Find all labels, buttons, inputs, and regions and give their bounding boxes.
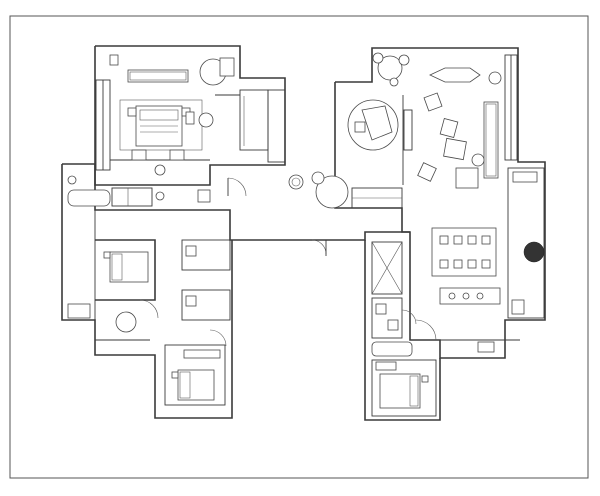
corridor-top-wall — [62, 163, 410, 241]
nightstand-left — [127, 107, 137, 117]
chair-top-2 — [398, 54, 410, 66]
reading-chair — [417, 162, 437, 182]
bedroom-3-walls — [164, 344, 226, 406]
bedroom-4-walls — [371, 359, 437, 417]
corridor-bath — [181, 239, 231, 271]
sofa-cushion-line — [485, 103, 497, 177]
sofa — [127, 69, 189, 83]
desk-top — [361, 105, 393, 141]
door-swing-bed2 — [139, 299, 159, 319]
dining-chair-8 — [481, 259, 491, 269]
oval-coffee-table — [429, 67, 481, 83]
armchair-2 — [443, 137, 467, 161]
island-stool-2 — [462, 292, 470, 300]
corridor-sink — [185, 295, 197, 307]
cooktop — [511, 299, 525, 315]
desk-left — [67, 303, 91, 319]
bedside-chair — [185, 111, 195, 125]
bed-3-desk — [183, 349, 221, 359]
bed-4 — [379, 373, 421, 409]
island-stool-3 — [476, 292, 484, 300]
dining-chair-6 — [453, 259, 463, 269]
bookshelf — [403, 109, 413, 151]
living-area-walls — [334, 47, 546, 359]
plant-cluster — [288, 174, 304, 190]
vanity-sink-right — [169, 149, 185, 161]
vanity-bath — [111, 187, 153, 207]
sofa-cushions — [129, 71, 187, 81]
bath-fixture — [67, 175, 77, 185]
long-sofa — [483, 101, 499, 179]
bed-4-desk — [375, 361, 397, 371]
armchair — [219, 57, 235, 77]
door-swing-right-bath — [401, 309, 417, 325]
bath-right — [371, 297, 403, 339]
small-cabinet — [109, 54, 119, 66]
dining-chair-4 — [481, 235, 491, 245]
lounge-chair-1 — [423, 92, 443, 112]
utility-sink — [477, 341, 495, 353]
desk-chair — [354, 121, 366, 133]
kitchen-island — [439, 287, 501, 305]
right-lower-wing — [364, 240, 441, 421]
door-swing-master — [227, 177, 247, 197]
right-lower-wing-walls — [364, 240, 441, 421]
round-chair-left — [115, 311, 137, 333]
round-table-top — [377, 55, 403, 81]
bath-right-sink — [387, 319, 399, 331]
living-area — [288, 47, 546, 359]
sheet-frame — [9, 15, 589, 479]
armchair-left — [439, 117, 459, 139]
master-suite-walls — [94, 45, 286, 186]
plant-pot — [471, 153, 485, 167]
wardrobe — [267, 89, 286, 163]
lounge-chair-round — [198, 112, 214, 128]
kitchen-counter — [507, 167, 545, 319]
dining-chair-2 — [453, 235, 463, 245]
kitchen-sink — [512, 171, 538, 183]
chair-top-3 — [389, 77, 399, 87]
round-lounge-table — [315, 175, 349, 209]
chair-top-1 — [372, 52, 384, 64]
door-swing-bed3 — [209, 329, 227, 347]
bed-3 — [177, 369, 215, 401]
door-swing-kitchen — [415, 319, 437, 341]
dining-chair-1 — [439, 235, 449, 245]
corridor-toilet — [185, 245, 197, 257]
vanity-sink-left — [131, 149, 147, 161]
bath-toilet — [155, 191, 165, 201]
bed-2 — [109, 251, 149, 283]
bed-pillows — [139, 109, 179, 121]
lounge-chair-2 — [455, 167, 479, 189]
bed-3-pillows — [179, 371, 191, 399]
left-wing-outer — [61, 164, 233, 419]
dining-chair-7 — [467, 259, 477, 269]
bedroom-2-walls — [95, 239, 156, 301]
bed-3-nightstand — [171, 371, 179, 379]
bath-basin — [197, 189, 211, 203]
left-wing — [61, 163, 410, 419]
dining-chair-3 — [467, 235, 477, 245]
bed-2-nightstand — [103, 251, 111, 259]
corridor-bath-2 — [181, 289, 231, 321]
bed-4-pillows — [409, 375, 419, 407]
master-suite — [94, 45, 286, 197]
bath-right-toilet — [375, 303, 387, 315]
bathtub-right — [371, 341, 413, 357]
closet-cross-2 — [371, 241, 403, 295]
bed-4-nightstand — [421, 375, 429, 383]
bathtub — [67, 189, 111, 207]
side-table-right — [488, 71, 502, 85]
dining-table — [431, 227, 497, 277]
bed-2-pillows — [111, 253, 123, 281]
plant-cluster-inner — [291, 177, 301, 187]
potted-plant-dark — [523, 241, 545, 263]
island-stool-1 — [448, 292, 456, 300]
lounge-chair-a — [311, 171, 325, 185]
dining-chair-5 — [439, 259, 449, 269]
toilet — [154, 164, 166, 176]
storage-closet — [371, 241, 403, 295]
